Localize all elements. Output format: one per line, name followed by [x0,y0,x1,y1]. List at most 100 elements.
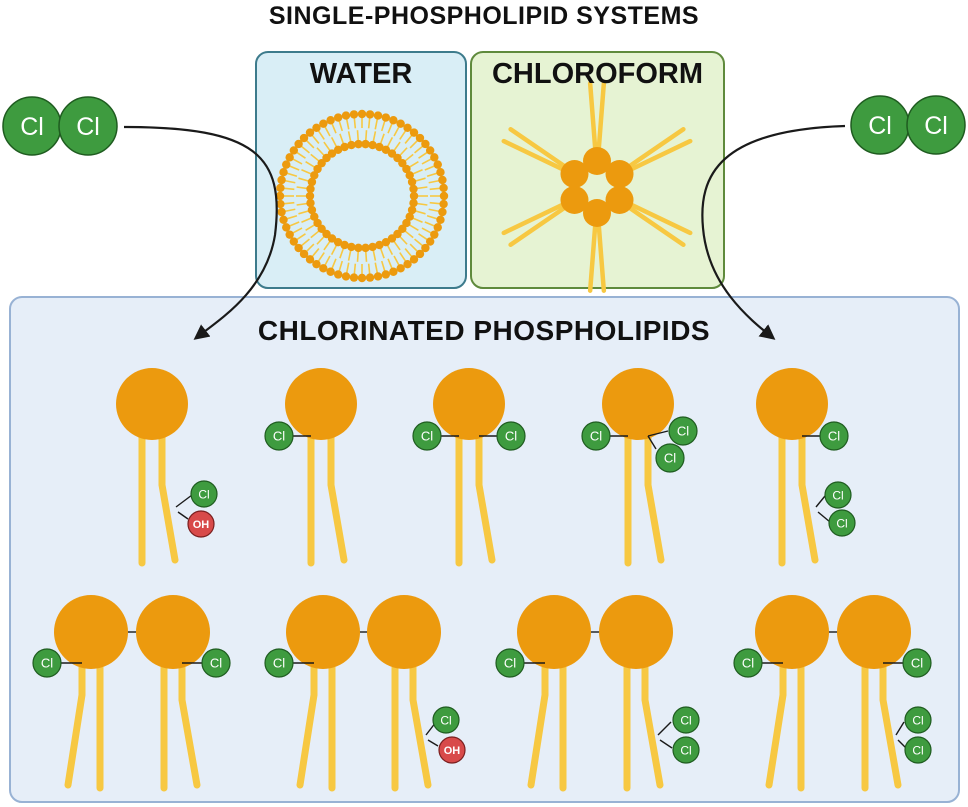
bond-line [659,739,673,749]
chlorine-atom: Cl [904,736,932,764]
svg-text:OH: OH [193,519,210,531]
bond-line [897,739,907,749]
chlorine-atom: Cl [264,648,294,678]
chlorine-atom: Cl [733,648,763,678]
chlorine-atom: Cl [32,648,62,678]
svg-text:Cl: Cl [210,656,222,671]
svg-text:Cl: Cl [828,429,840,444]
svg-text:OH: OH [444,745,461,757]
svg-text:Cl: Cl [912,713,923,727]
curved-arrow-icon [701,124,846,340]
svg-text:Cl: Cl [198,487,209,501]
svg-text:Cl: Cl [664,451,676,466]
head-group [54,595,128,669]
head-group [560,160,589,188]
chlorine-atom: Cl [581,421,611,451]
svg-text:Cl: Cl [680,713,691,727]
chlorine-atom: Cl [264,421,294,451]
head-group [756,368,828,440]
svg-text:Cl: Cl [421,429,433,444]
head-group [285,368,357,440]
bond-line [657,721,672,736]
svg-text:Cl: Cl [911,656,923,671]
chlorine-atom: Cl [495,648,525,678]
chlorine-atom: Cl [904,706,932,734]
head-group [136,595,210,669]
bond-line [895,721,905,736]
head-group [837,595,911,669]
chlorinated-panel-title: CHLORINATED PHOSPHOLIPIDS [257,315,711,346]
svg-text:Cl: Cl [836,516,847,530]
svg-text:Cl: Cl [912,743,923,757]
chlorine-atom: Cl [190,480,218,508]
head-group [605,186,634,214]
chlorinated-panel [9,296,960,803]
hydroxyl-atom: OH [187,510,215,538]
curved-arrow-icon [123,125,278,340]
chlorine-atom: Cl [432,706,460,734]
head-group [560,186,589,214]
fatty-acid-tail [508,204,569,248]
head-group [583,199,611,227]
fatty-acid-tail [626,201,693,236]
fatty-acid-tail [625,126,686,170]
head-group [116,368,188,440]
chlorine-atom: Cl [824,481,852,509]
fatty-acid-tail [158,426,179,564]
chlorine-atom: Cl [902,648,932,678]
figure-title: SINGLE-PHOSPHOLIPID SYSTEMS [268,2,700,30]
bond-line [177,511,189,520]
fatty-acid-tail [527,656,549,789]
fatty-acid-tail [64,656,86,789]
chlorine-atom: Cl [668,416,698,446]
chlorine-atom: Cl [819,421,849,451]
svg-text:Cl: Cl [742,656,754,671]
head-group [286,595,360,669]
fatty-acid-tail [641,656,664,789]
fatty-acid-tail [501,201,568,236]
water-panel-title: WATER [309,58,413,90]
bond-line [815,495,826,508]
head-group [602,368,674,440]
bond-line [817,511,831,523]
chlorine-atom [58,96,118,156]
bond-line [427,739,439,747]
hydroxyl-atom: OH [438,736,466,764]
reverse-micelle-icon [501,81,693,293]
svg-text:Cl: Cl [273,656,285,671]
fatty-acid-tail [596,81,607,154]
fatty-acid-tail [765,656,787,789]
bond-line [647,430,669,437]
chlorine-label: Cl [868,112,892,140]
svg-text:Cl: Cl [273,429,285,444]
chlorine-atom: Cl [672,706,700,734]
fatty-acid-tail [625,204,686,248]
svg-text:Cl: Cl [832,488,843,502]
svg-text:Cl: Cl [680,743,691,757]
svg-text:Cl: Cl [41,656,53,671]
fatty-acid-tail [409,656,432,789]
fatty-acid-tail [587,220,598,293]
head-group [367,595,441,669]
fatty-acid-tail [626,138,693,173]
chlorine-molecule-icon: Cl Cl [850,95,966,155]
chlorine-atom: Cl [828,509,856,537]
fatty-acid-tail [798,426,819,564]
chlorine-label: Cl [20,113,44,141]
fatty-acid-tail [644,426,665,564]
chlorine-label: Cl [924,112,948,140]
svg-text:Cl: Cl [440,713,451,727]
bond-line [175,494,193,508]
chlorine-atom: Cl [412,421,442,451]
fatty-acid-tail [327,426,348,564]
head-group [433,368,505,440]
